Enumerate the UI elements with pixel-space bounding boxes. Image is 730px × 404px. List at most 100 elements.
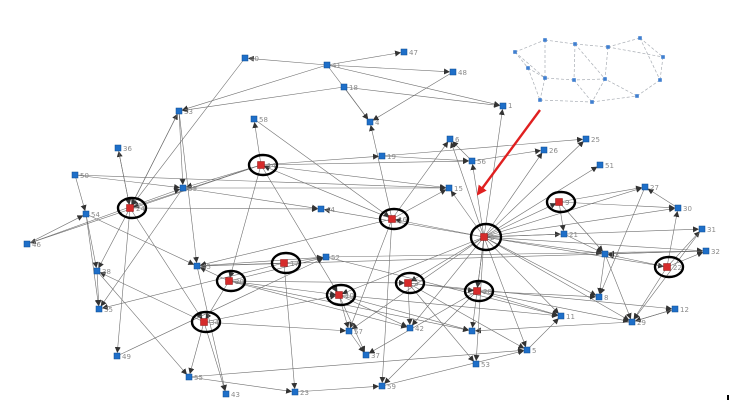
node-51[interactable]: 51	[596, 161, 614, 170]
node-label: 49	[122, 353, 131, 361]
node-26[interactable]: 26	[540, 146, 558, 155]
node-45[interactable]: 45	[193, 262, 211, 271]
node-36[interactable]: 36	[114, 144, 132, 153]
node-8[interactable]: 8	[595, 293, 608, 302]
node-label: 28	[483, 288, 492, 296]
node-13[interactable]: 13	[601, 250, 619, 259]
node-43[interactable]: 43	[222, 390, 240, 399]
node-12[interactable]: 12	[671, 305, 689, 314]
node-3[interactable]: 3	[404, 279, 419, 289]
node-9[interactable]: 9	[555, 198, 570, 208]
node-59[interactable]: 59	[378, 382, 396, 391]
node-38[interactable]: 38	[93, 267, 111, 276]
node-2[interactable]: 2	[480, 233, 495, 243]
edge	[228, 280, 337, 297]
edge	[178, 110, 199, 264]
edge	[323, 207, 485, 238]
edge	[131, 110, 180, 206]
node-label: 34	[210, 319, 219, 327]
node-25[interactable]: 25	[582, 135, 600, 144]
edge	[203, 321, 227, 392]
node-marker	[378, 382, 386, 390]
edge	[526, 318, 559, 351]
node-10[interactable]: 10	[335, 291, 354, 301]
edge	[411, 236, 485, 326]
edge	[647, 188, 679, 209]
node-54[interactable]: 54	[82, 210, 100, 219]
node-40[interactable]: 40	[241, 54, 259, 63]
node-16[interactable]: 16	[388, 215, 408, 225]
edge	[182, 187, 319, 211]
node-17[interactable]: 17	[280, 259, 299, 269]
edge	[384, 290, 478, 384]
node-37[interactable]: 37	[362, 351, 380, 360]
node-29[interactable]: 29	[628, 318, 646, 327]
node-46[interactable]: 46	[23, 240, 41, 249]
node-27[interactable]: 27	[641, 183, 659, 192]
node-11[interactable]: 11	[557, 312, 575, 321]
node-52[interactable]: 52	[322, 253, 340, 262]
node-22[interactable]: 22	[663, 263, 682, 273]
node-6[interactable]: 6	[446, 135, 460, 144]
node-44[interactable]: 44	[317, 205, 335, 214]
node-30[interactable]: 30	[674, 204, 692, 213]
node-label: 33	[184, 108, 193, 116]
node-34[interactable]: 34	[200, 318, 220, 328]
edge	[26, 215, 84, 245]
node-49[interactable]: 49	[113, 352, 131, 361]
hub-node-marker	[663, 263, 671, 271]
edge	[483, 236, 665, 269]
edge	[391, 141, 449, 220]
node-33[interactable]: 33	[175, 107, 193, 116]
node-14[interactable]: 14	[257, 161, 277, 171]
node-23[interactable]: 23	[291, 388, 309, 397]
edge	[563, 233, 603, 253]
node-41[interactable]: 41	[323, 61, 341, 70]
node-15[interactable]: 15	[445, 184, 463, 193]
node-label: 7	[477, 328, 481, 336]
node-31[interactable]: 31	[698, 225, 716, 234]
edge	[407, 282, 475, 362]
node-28[interactable]: 28	[473, 287, 492, 297]
node-1[interactable]: 1	[499, 102, 512, 110]
node-label: 26	[549, 147, 558, 155]
node-42[interactable]: 42	[406, 324, 424, 333]
inset-edge	[573, 43, 576, 81]
node-55[interactable]: 55	[185, 373, 203, 382]
edge	[597, 253, 606, 295]
hub-ring	[378, 207, 410, 231]
inset-node	[661, 55, 665, 59]
edge	[85, 213, 195, 265]
node-32[interactable]: 32	[702, 247, 720, 256]
node-5[interactable]: 5	[523, 346, 536, 355]
node-label: 1	[508, 102, 512, 110]
node-24[interactable]: 24	[126, 204, 146, 214]
node-label: 59	[387, 383, 396, 391]
inset-node	[543, 76, 547, 80]
node-53[interactable]: 53	[472, 360, 490, 369]
node-35[interactable]: 35	[95, 305, 113, 314]
node-marker	[671, 305, 679, 313]
node-7[interactable]: 7	[468, 327, 481, 336]
node-label: 21	[569, 231, 578, 239]
node-marker	[582, 135, 590, 143]
node-label: 17	[290, 260, 299, 268]
node-48[interactable]: 48	[449, 68, 467, 77]
node-50[interactable]: 50	[71, 171, 89, 180]
edge	[263, 165, 393, 220]
node-58[interactable]: 58	[250, 115, 268, 124]
edge	[325, 256, 559, 317]
node-4[interactable]: 4	[366, 118, 380, 127]
node-47[interactable]: 47	[400, 48, 418, 57]
node-21[interactable]: 21	[560, 230, 578, 239]
node-56[interactable]: 56	[468, 157, 486, 166]
node-57[interactable]: 57	[345, 327, 363, 336]
edge	[260, 164, 447, 190]
node-20[interactable]: 20	[225, 277, 244, 287]
hub-node-marker	[225, 277, 233, 285]
node-19[interactable]: 19	[378, 152, 396, 161]
node-18[interactable]: 18	[340, 83, 358, 92]
edge	[26, 188, 181, 245]
node-39[interactable]: 39	[179, 184, 197, 193]
edge	[474, 321, 633, 334]
